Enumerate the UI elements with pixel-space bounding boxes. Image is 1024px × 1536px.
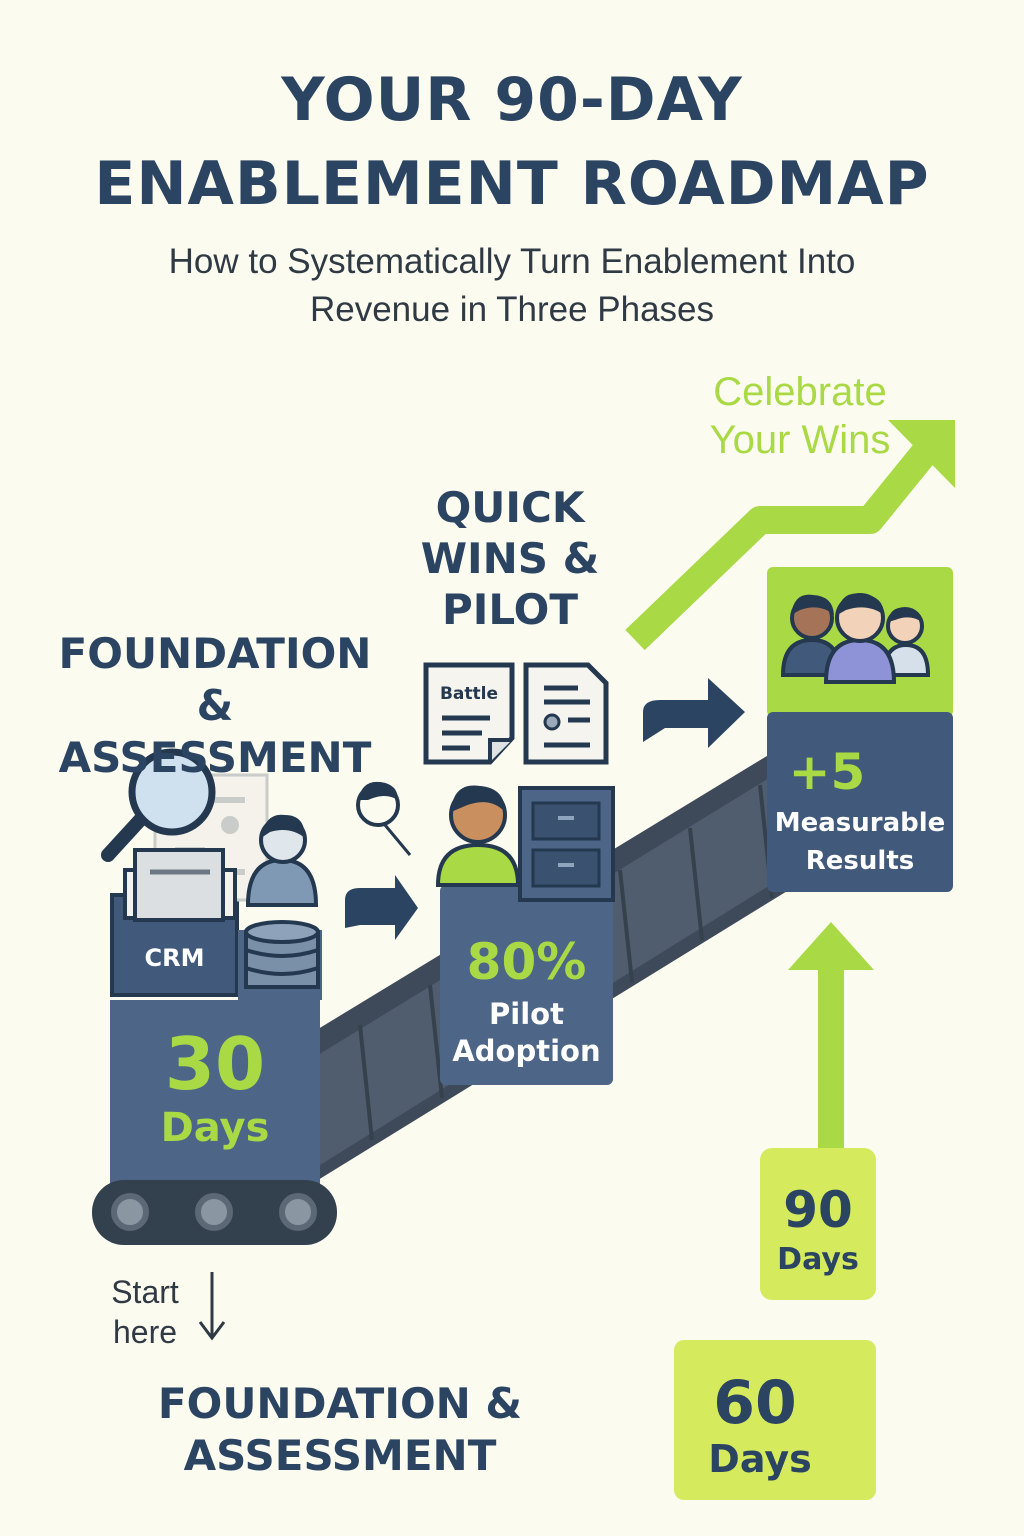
- celebrate-line-2: Your Wins: [709, 418, 891, 462]
- growth-arrow-icon: [625, 420, 955, 651]
- wheel: [111, 1193, 149, 1231]
- document-icon: [523, 662, 609, 765]
- wheel: [195, 1193, 233, 1231]
- phase2-heading: QUICK WINS & PILOT: [410, 482, 610, 635]
- arrow-up-icon: [788, 922, 874, 1162]
- start-here-label: Start here: [90, 1272, 200, 1352]
- footer-heading-line-1: FOUNDATION &: [157, 1379, 523, 1428]
- start-line-2: here: [112, 1314, 178, 1350]
- footer-heading: FOUNDATION & ASSESSMENT: [140, 1378, 540, 1482]
- phase2-heading-line-2: WINS &: [420, 534, 600, 583]
- phase2-heading-line-3: PILOT: [441, 585, 579, 634]
- sixty-days-tag: [674, 1340, 876, 1500]
- team-icon: [780, 593, 931, 684]
- phase3-metric-value: +5: [788, 743, 866, 801]
- page-title: YOUR 90-DAY ENABLEMENT ROADMAP: [0, 58, 1024, 226]
- person-icon: [435, 785, 521, 887]
- wheel: [279, 1193, 317, 1231]
- battle-doc-label: Battle: [439, 684, 499, 704]
- subtitle-line-2: Revenue in Three Phases: [309, 290, 715, 329]
- phase2-box: [440, 786, 615, 1085]
- phase2-metric-line-2: Adoption: [452, 1034, 601, 1068]
- title-line-2: ENABLEMENT ROADMAP: [94, 149, 930, 219]
- footer-heading-line-2: ASSESSMENT: [183, 1431, 497, 1480]
- magnifier-icon: [101, 748, 216, 862]
- crm-label: CRM: [144, 944, 205, 972]
- page-subtitle: How to Systematically Turn Enablement In…: [0, 238, 1024, 334]
- celebrate-label: Celebrate Your Wins: [690, 368, 910, 464]
- sixty-days-number: 60: [713, 1368, 797, 1438]
- arrow-right-icon: [643, 678, 745, 748]
- phase1-days-number: 30: [164, 1022, 266, 1106]
- arrow-down-icon: [198, 1272, 226, 1341]
- phase3-metric-line-2: Results: [805, 846, 915, 876]
- start-line-1: Start: [111, 1274, 179, 1310]
- person-head-icon: [356, 781, 412, 856]
- ninety-days-number: 90: [783, 1181, 853, 1239]
- ninety-days-tag: [760, 1148, 876, 1300]
- phase1-heading-line-1: FOUNDATION: [58, 629, 372, 678]
- phase2-heading-line-1: QUICK: [435, 483, 585, 532]
- subtitle-line-1: How to Systematically Turn Enablement In…: [168, 242, 856, 281]
- arrow-right-icon: [345, 875, 418, 940]
- phase3-metric-line-1: Measurable: [774, 808, 946, 838]
- person-icon: [245, 814, 319, 907]
- database-icon: [244, 920, 320, 989]
- phase1-heading: FOUNDATION & ASSESSMENT: [40, 628, 390, 784]
- folder-icon: [123, 848, 237, 922]
- ninety-days-label: Days: [777, 1242, 859, 1277]
- phase1-days-label: Days: [160, 1105, 270, 1151]
- phase1-heading-line-2: & ASSESSMENT: [58, 681, 372, 782]
- sixty-days-label: Days: [708, 1437, 812, 1481]
- phase2-percent: 80%: [466, 933, 587, 991]
- title-line-1: YOUR 90-DAY: [281, 65, 743, 135]
- phase2-metric-line-1: Pilot: [489, 997, 564, 1031]
- document-icon: [423, 662, 515, 765]
- celebrate-line-1: Celebrate: [713, 370, 887, 414]
